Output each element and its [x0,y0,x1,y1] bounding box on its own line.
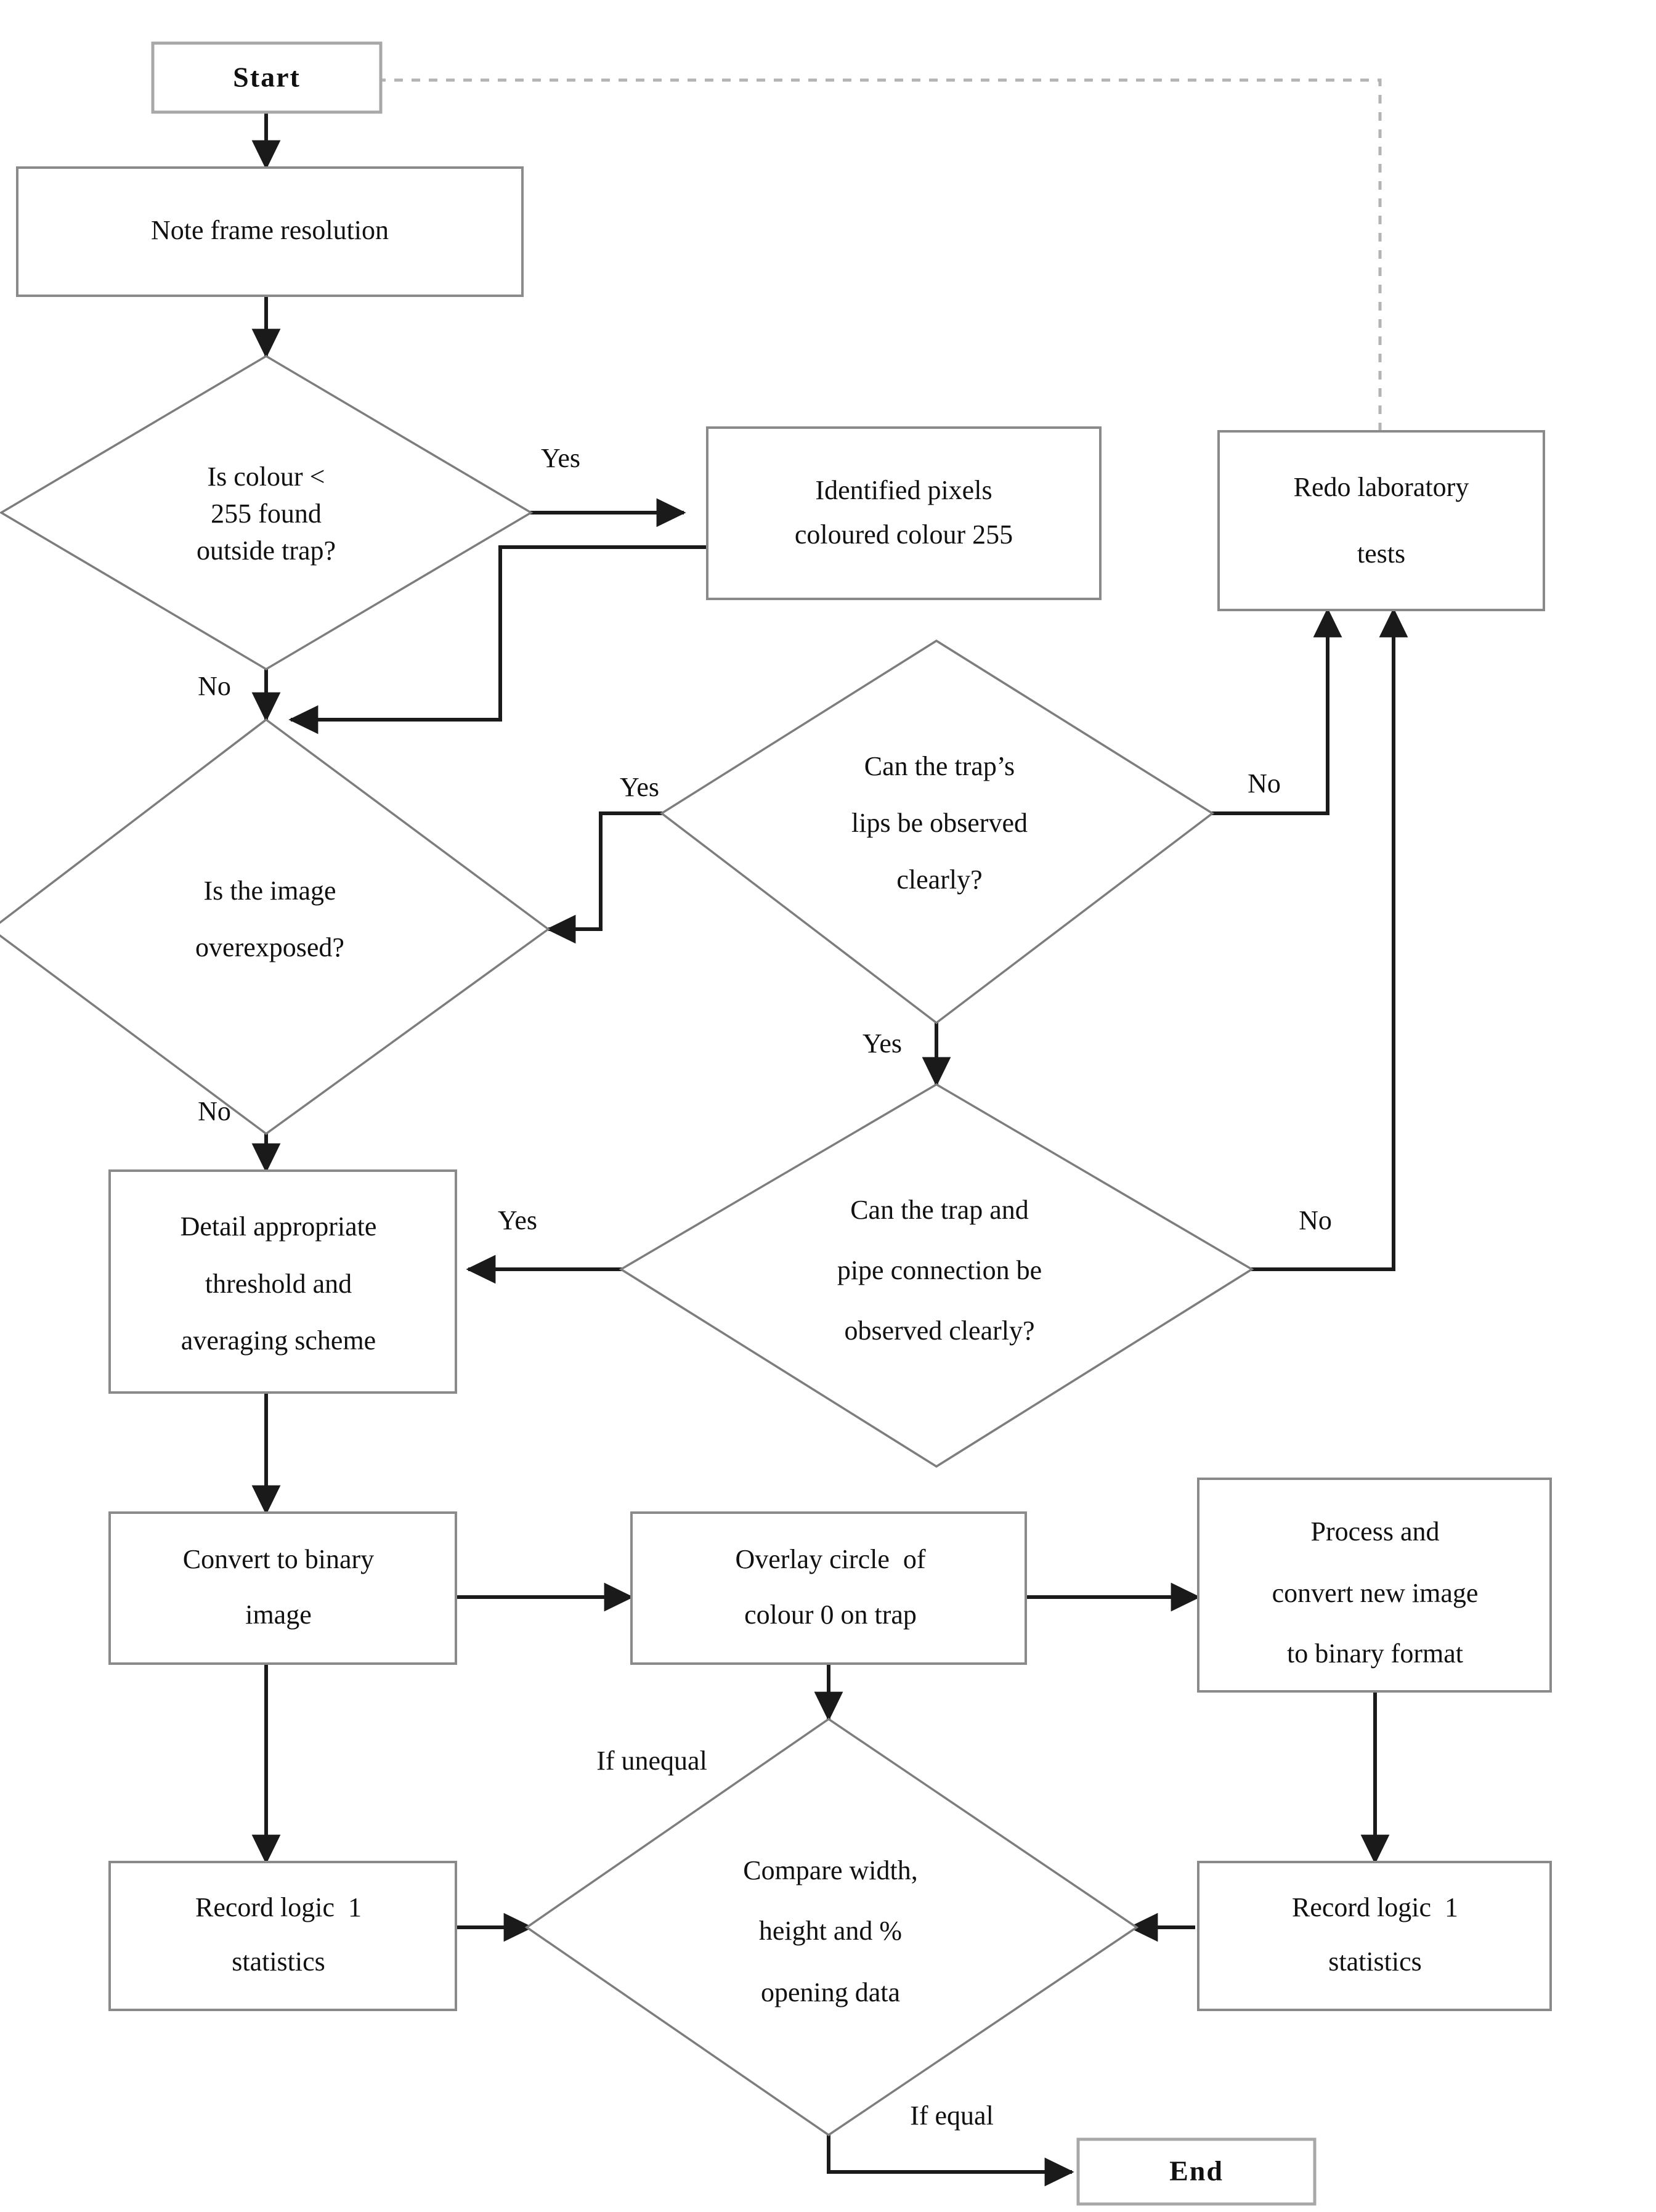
edge-label-colour255-no: No [198,671,231,701]
edge-label-traplips-yes-down: Yes [862,1028,902,1059]
node-record-logic-right[interactable]: Record logic 1 statistics [1197,1861,1552,2011]
node-is-colour-255-line-1: Is colour < [208,462,325,492]
edge-label-trappipe-yes: Yes [498,1205,537,1235]
node-end[interactable]: End [1076,2137,1317,2206]
node-redo-laboratory-tests-line-2: tests [1357,539,1405,569]
node-can-trap-lips-observed-line-2: lips be observed [851,808,1028,838]
edge-identified-loop [288,545,707,734]
node-overlay-circle-line-2: colour 0 on trap [744,1600,917,1630]
node-record-logic-left[interactable]: Record logic 1 statistics [108,1861,457,2011]
node-can-trap-pipe-observed-line-3: observed clearly? [844,1315,1034,1346]
node-redo-laboratory-tests-line-1: Redo laboratory [1294,472,1469,502]
node-identified-pixels-line-2: coloured colour 255 [795,519,1013,550]
node-identified-pixels[interactable]: Identified pixels coloured colour 255 [706,426,1102,600]
edge-traplips-yes-left [546,811,662,944]
node-process-convert-new-line-2: convert new image [1272,1578,1479,1608]
node-is-colour-255[interactable]: Is colour < 255 found outside trap? [0,354,534,671]
edge-compare-equal-to-end [827,2133,1074,2187]
edge-redo-to-start [183,68,1382,431]
node-start[interactable]: Start [151,41,383,114]
node-convert-to-binary-line-1: Convert to binary [183,1544,374,1574]
node-is-image-overexposed-line-2: overexposed? [195,932,344,962]
node-record-logic-right-line-2: statistics [1328,1946,1422,1977]
edge-label-compare-unequal: If unequal [596,1746,707,1776]
node-can-trap-pipe-observed-line-1: Can the trap and [850,1195,1029,1225]
node-record-logic-left-line-2: statistics [232,1946,325,1977]
node-is-colour-255-line-3: outside trap? [197,535,336,566]
node-can-trap-pipe-observed[interactable]: Can the trap and pipe connection be obse… [619,1083,1254,1468]
edge-label-overexposed-no: No [198,1096,231,1126]
node-detail-threshold-line-3: averaging scheme [181,1325,376,1356]
edge-label-traplips-no: No [1248,768,1281,799]
edge-trappipe-no [1251,608,1408,1271]
node-can-trap-lips-observed[interactable]: Can the trap’s lips be observed clearly? [659,639,1215,1025]
node-overlay-circle-line-1: Overlay circle of [735,1544,925,1574]
node-detail-threshold-line-1: Detail appropriate [181,1211,377,1242]
node-is-image-overexposed-line-1: Is the image [203,876,336,906]
node-process-convert-new-line-3: to binary format [1287,1638,1463,1669]
node-process-convert-new-line-1: Process and [1311,1516,1440,1547]
node-can-trap-lips-observed-line-3: clearly? [896,864,982,895]
node-convert-to-binary-line-2: image [245,1600,312,1630]
edge-label-trappipe-no: No [1299,1205,1332,1235]
node-record-logic-left-line-1: Record logic 1 [195,1892,362,1922]
node-start-label: Start [233,62,301,93]
node-process-convert-new[interactable]: Process and convert new image to binary … [1197,1478,1552,1693]
node-note-frame-resolution-label: Note frame resolution [151,215,389,245]
node-can-trap-lips-observed-line-1: Can the trap’s [864,751,1015,781]
node-detail-threshold[interactable]: Detail appropriate threshold and averagi… [108,1169,457,1394]
node-compare-data-line-1: Compare width, [743,1855,918,1885]
node-is-colour-255-line-2: 255 found [211,498,322,529]
node-note-frame-resolution[interactable]: Note frame resolution [16,166,524,297]
node-record-logic-right-line-1: Record logic 1 [1292,1892,1458,1922]
node-is-image-overexposed[interactable]: Is the image overexposed? [0,718,550,1136]
node-end-label: End [1169,2155,1224,2187]
node-detail-threshold-line-2: threshold and [205,1269,352,1299]
node-redo-laboratory-tests[interactable]: Redo laboratory tests [1217,430,1545,611]
node-compare-data[interactable]: Compare width, height and % opening data [524,1717,1139,2137]
node-convert-to-binary[interactable]: Convert to binary image [108,1511,457,1665]
node-overlay-circle[interactable]: Overlay circle of colour 0 on trap [630,1511,1027,1665]
edge-label-compare-equal: If equal [910,2100,994,2131]
edge-traplips-no [1211,608,1342,815]
node-can-trap-pipe-observed-line-2: pipe connection be [837,1255,1042,1285]
node-compare-data-line-3: opening data [761,1977,900,2007]
node-compare-data-line-2: height and % [759,1916,902,1946]
node-identified-pixels-line-1: Identified pixels [815,475,992,505]
edge-label-colour255-yes: Yes [541,443,580,473]
edge-label-traplips-yes-left: Yes [620,772,659,802]
